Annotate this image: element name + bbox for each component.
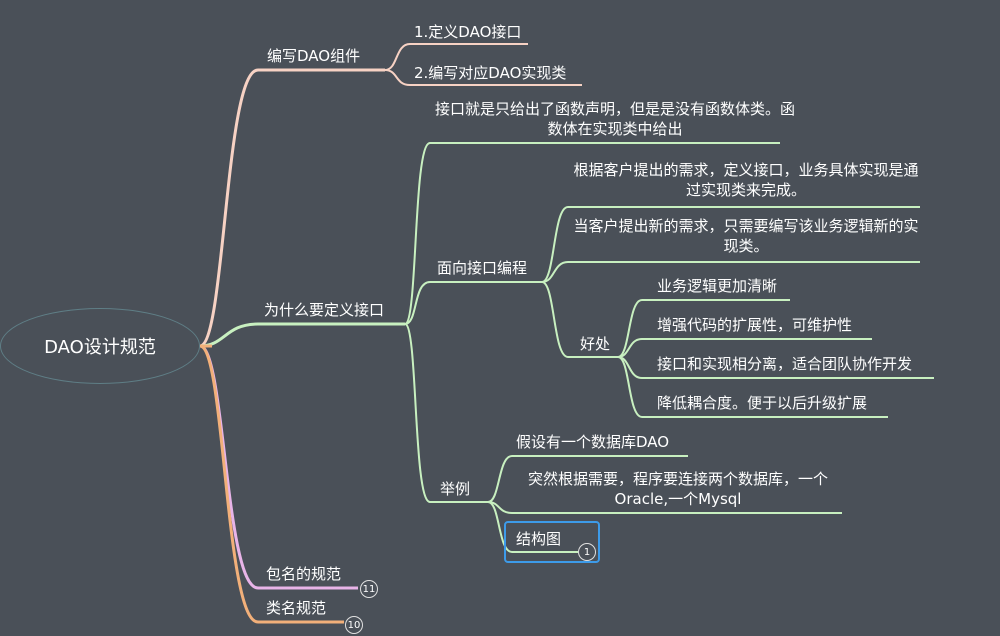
link-example-1	[487, 455, 688, 503]
link-why-interface	[199, 322, 405, 348]
node-benefit-1[interactable]: 业务逻辑更加清晰	[657, 277, 778, 295]
branch-why-interface[interactable]: 为什么要定义接口	[264, 301, 385, 319]
node-point-2[interactable]: 当客户提出新的需求，只需要编写该业务逻辑新的实现类。	[573, 217, 919, 255]
link-impl-class	[384, 69, 582, 86]
node-example-2[interactable]: 突然根据需要，程序要连接两个数据库，一个Oracle,一个Mysql	[527, 470, 828, 508]
root-node[interactable]: DAO设计规范	[0, 308, 200, 384]
node-example-1[interactable]: 假设有一个数据库DAO	[516, 433, 670, 451]
collapsed-count-badge-package[interactable]: 11	[360, 580, 378, 598]
link-benefit-1	[617, 299, 790, 358]
node-structure-diagram[interactable]: 结构图	[516, 530, 562, 548]
link-define-interface	[384, 43, 528, 71]
node-point-1[interactable]: 根据客户提出的需求，定义接口，业务具体实现是通过实现类来完成。	[573, 161, 919, 199]
link-intro	[404, 142, 780, 325]
link-write-dao	[199, 68, 385, 348]
link-benefits	[541, 281, 618, 358]
link-point2	[541, 261, 920, 283]
link-example-3	[487, 501, 578, 553]
selected-node-frame	[504, 521, 600, 563]
branch-class-naming[interactable]: 类名规范	[266, 599, 327, 617]
link-point1	[541, 206, 920, 283]
collapsed-count-badge-structure[interactable]: 1	[578, 543, 596, 561]
node-benefits[interactable]: 好处	[580, 335, 611, 353]
link-interface-programming	[404, 281, 542, 325]
node-interface-programming[interactable]: 面向接口编程	[437, 259, 528, 277]
node-interface-intro[interactable]: 接口就是只给出了函数声明，但是是没有函数体类。函数体在实现类中给出	[434, 100, 795, 138]
link-benefit-2	[617, 338, 872, 358]
link-benefit-4	[617, 356, 888, 418]
branch-package-naming[interactable]: 包名的规范	[266, 565, 342, 583]
link-class-naming	[199, 344, 344, 624]
node-benefit-3[interactable]: 接口和实现相分离，适合团队协作开发	[657, 355, 913, 373]
node-benefit-4[interactable]: 降低耦合度。便于以后升级扩展	[657, 394, 868, 412]
collapsed-count-badge-class[interactable]: 10	[345, 616, 363, 634]
branch-write-dao[interactable]: 编写DAO组件	[267, 47, 361, 65]
link-example	[404, 323, 488, 503]
node-define-interface[interactable]: 1.定义DAO接口	[414, 23, 522, 41]
node-example[interactable]: 举例	[440, 480, 471, 498]
node-impl-class[interactable]: 2.编写对应DAO实现类	[414, 64, 567, 82]
node-benefit-2[interactable]: 增强代码的扩展性，可维护性	[657, 316, 853, 334]
